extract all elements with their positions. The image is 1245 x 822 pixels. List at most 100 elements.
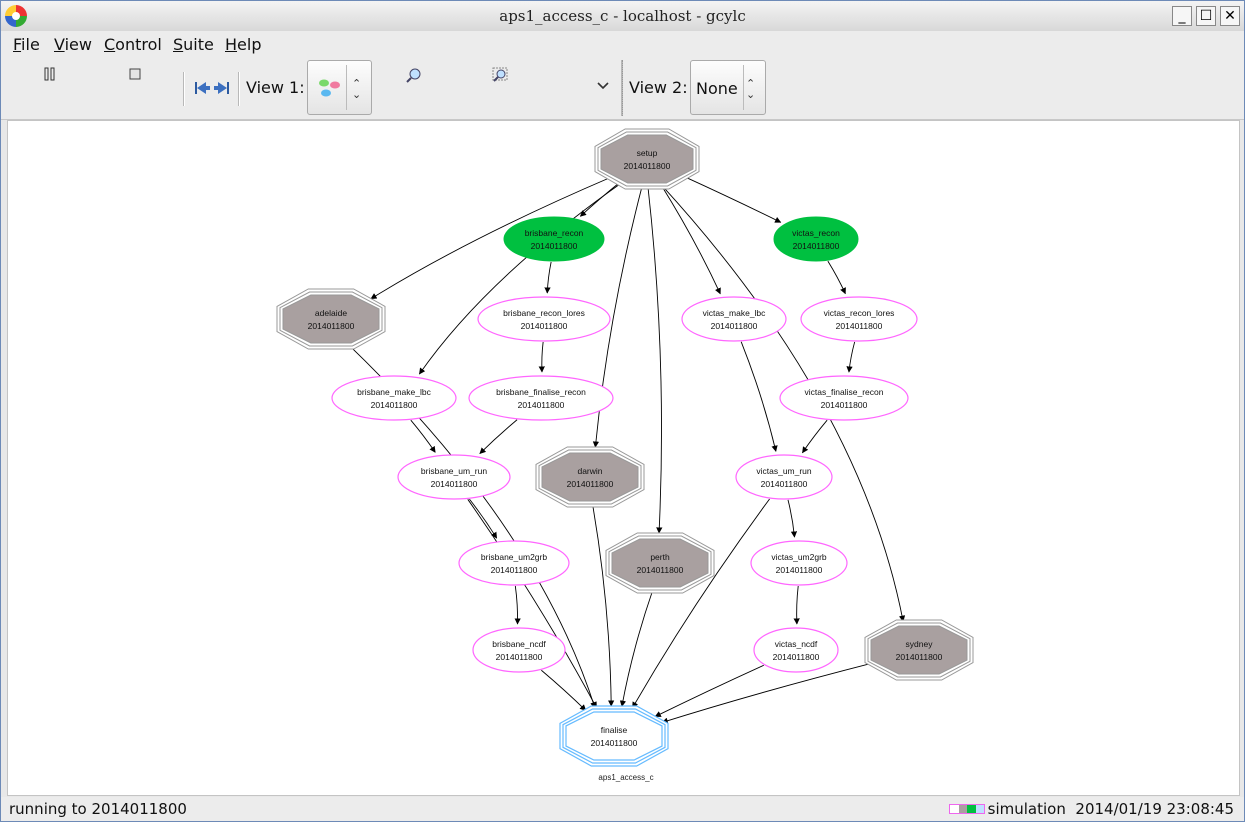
mode-time-text: simulation 2014/01/19 23:08:45 bbox=[988, 800, 1234, 818]
task-cycle-label: 2014011800 bbox=[491, 565, 538, 575]
dependency-edge-brisbane_make_lbc-brisbane_um_run bbox=[410, 419, 436, 453]
task-name-label: victas_ncdf bbox=[775, 639, 818, 649]
maximize-icon[interactable]: ☐ bbox=[1196, 6, 1216, 26]
dependency-edge-brisbane_um_run-finalise bbox=[467, 499, 597, 709]
dependency-edge-brisbane_um_run-brisbane_um2grb bbox=[469, 498, 498, 539]
task-node-brisbane_um2grb[interactable]: brisbane_um2grb 2014011800 bbox=[458, 540, 570, 586]
task-node-finalise[interactable]: finalise 2014011800 bbox=[559, 705, 669, 767]
task-name-label: finalise bbox=[601, 725, 628, 735]
view2-selector[interactable]: None ⌃⌄ bbox=[690, 60, 766, 115]
task-cycle-label: 2014011800 bbox=[836, 321, 883, 331]
run-status-text: running to 2014011800 bbox=[9, 800, 187, 818]
menu-view[interactable]: View bbox=[54, 35, 92, 54]
task-cycle-label: 2014011800 bbox=[896, 652, 943, 662]
dependency-edge-setup-victas_make_lbc bbox=[660, 184, 721, 295]
task-name-label: victas_finalise_recon bbox=[805, 387, 884, 397]
task-cycle-label: 2014011800 bbox=[637, 565, 684, 575]
toolbar-separator bbox=[238, 72, 240, 106]
task-cycle-label: 2014011800 bbox=[431, 479, 478, 489]
task-node-victas_make_lbc[interactable]: victas_make_lbc 2014011800 bbox=[681, 296, 787, 342]
jump-endpoints-icon[interactable] bbox=[194, 80, 230, 100]
toolbar-overflow-chevron-icon[interactable] bbox=[597, 80, 609, 95]
menu-file[interactable]: File bbox=[13, 35, 40, 54]
toolbar-handle[interactable] bbox=[621, 60, 623, 116]
task-cycle-label: 2014011800 bbox=[591, 738, 638, 748]
close-icon[interactable]: ✕ bbox=[1220, 6, 1240, 26]
task-name-label: victas_um_run bbox=[756, 466, 812, 476]
dependency-edge-victas_ncdf-finalise bbox=[654, 664, 764, 717]
task-name-label: victas_recon_lores bbox=[824, 308, 895, 318]
dependency-edge-setup-brisbane_recon bbox=[579, 181, 621, 217]
dependency-edge-perth-finalise bbox=[619, 589, 654, 707]
status-time: 2014/01/19 23:08:45 bbox=[1075, 800, 1234, 818]
task-node-sydney[interactable]: sydney 2014011800 bbox=[864, 619, 974, 681]
task-node-victas_finalise_recon[interactable]: victas_finalise_recon 2014011800 bbox=[779, 375, 909, 421]
task-name-label: brisbane_make_lbc bbox=[357, 387, 431, 397]
toolbar: View 1: ⌃⌄ View 2: None ⌃⌄ bbox=[1, 58, 1244, 120]
task-cycle-label: 2014011800 bbox=[761, 479, 808, 489]
view2-label: View 2: bbox=[629, 78, 688, 97]
task-name-label: setup bbox=[637, 148, 658, 158]
status-bar: running to 2014011800 simulation 2014/01… bbox=[1, 797, 1244, 821]
task-cycle-label: 2014011800 bbox=[521, 321, 568, 331]
task-cycle-label: 2014011800 bbox=[776, 565, 823, 575]
task-name-label: brisbane_um_run bbox=[421, 466, 487, 476]
cylc-app-icon bbox=[5, 5, 27, 27]
combo-spin-icon: ⌃⌄ bbox=[352, 77, 362, 101]
zoom-fit-icon[interactable] bbox=[491, 66, 511, 88]
stop-icon[interactable] bbox=[129, 68, 142, 85]
dependency-graph: setup2014011800brisbane_recon2014011800v… bbox=[276, 128, 974, 782]
dependency-edge-victas_recon_lores-victas_finalise_recon bbox=[846, 341, 856, 373]
dependency-edge-victas_make_lbc-victas_um_run bbox=[740, 341, 778, 452]
task-node-brisbane_um_run[interactable]: brisbane_um_run 2014011800 bbox=[397, 454, 511, 500]
dependency-edge-darwin-finalise bbox=[592, 503, 615, 707]
task-name-label: brisbane_um2grb bbox=[481, 552, 547, 562]
task-node-brisbane_finalise_recon[interactable]: brisbane_finalise_recon 2014011800 bbox=[468, 375, 614, 421]
task-name-label: brisbane_finalise_recon bbox=[496, 387, 586, 397]
task-name-label: adelaide bbox=[315, 308, 347, 318]
task-cycle-label: 2014011800 bbox=[496, 652, 543, 662]
dependency-edge-brisbane_recon-brisbane_recon_lores bbox=[544, 261, 552, 294]
task-cycle-label: 2014011800 bbox=[711, 321, 758, 331]
task-node-victas_recon_lores[interactable]: victas_recon_lores 2014011800 bbox=[800, 296, 918, 342]
task-node-brisbane_recon_lores[interactable]: brisbane_recon_lores 2014011800 bbox=[477, 296, 611, 342]
state-legend-icon[interactable] bbox=[949, 804, 985, 814]
task-cycle-label: 2014011800 bbox=[793, 241, 840, 251]
task-name-label: victas_um2grb bbox=[771, 552, 827, 562]
dependency-edge-victas_recon-victas_recon_lores bbox=[827, 260, 846, 295]
title-bar[interactable]: aps1_access_c - localhost - gcylc _ ☐ ✕ bbox=[1, 1, 1244, 32]
task-cycle-label: 2014011800 bbox=[567, 479, 614, 489]
menu-suite[interactable]: Suite bbox=[173, 35, 214, 54]
task-cycle-label: 2014011800 bbox=[518, 400, 565, 410]
pause-icon[interactable] bbox=[43, 67, 57, 85]
task-name-label: brisbane_recon_lores bbox=[503, 308, 585, 318]
dependency-edge-victas_um_run-victas_um2grb bbox=[787, 499, 798, 538]
task-node-victas_um2grb[interactable]: victas_um2grb 2014011800 bbox=[750, 540, 848, 586]
minimize-icon[interactable]: _ bbox=[1172, 6, 1192, 26]
task-name-label: sydney bbox=[906, 639, 934, 649]
task-cycle-label: 2014011800 bbox=[821, 400, 868, 410]
dependency-edge-setup-brisbane_make_lbc bbox=[419, 181, 623, 375]
dependency-edge-brisbane_um2grb-brisbane_ncdf bbox=[514, 585, 521, 625]
view1-selector[interactable]: ⌃⌄ bbox=[307, 60, 372, 115]
dependency-edge-brisbane_recon_lores-brisbane_finalise_recon bbox=[538, 341, 545, 373]
task-node-victas_um_run[interactable]: victas_um_run 2014011800 bbox=[735, 454, 833, 500]
task-node-setup[interactable]: setup 2014011800 bbox=[594, 128, 700, 190]
task-name-label: victas_make_lbc bbox=[703, 308, 767, 318]
task-cycle-label: 2014011800 bbox=[624, 161, 671, 171]
zoom-in-icon[interactable] bbox=[405, 66, 425, 88]
graph-view-icon bbox=[319, 79, 340, 97]
menu-help[interactable]: Help bbox=[225, 35, 262, 54]
menu-control[interactable]: Control bbox=[104, 35, 162, 54]
dependency-edge-setup-victas_recon bbox=[683, 176, 782, 223]
